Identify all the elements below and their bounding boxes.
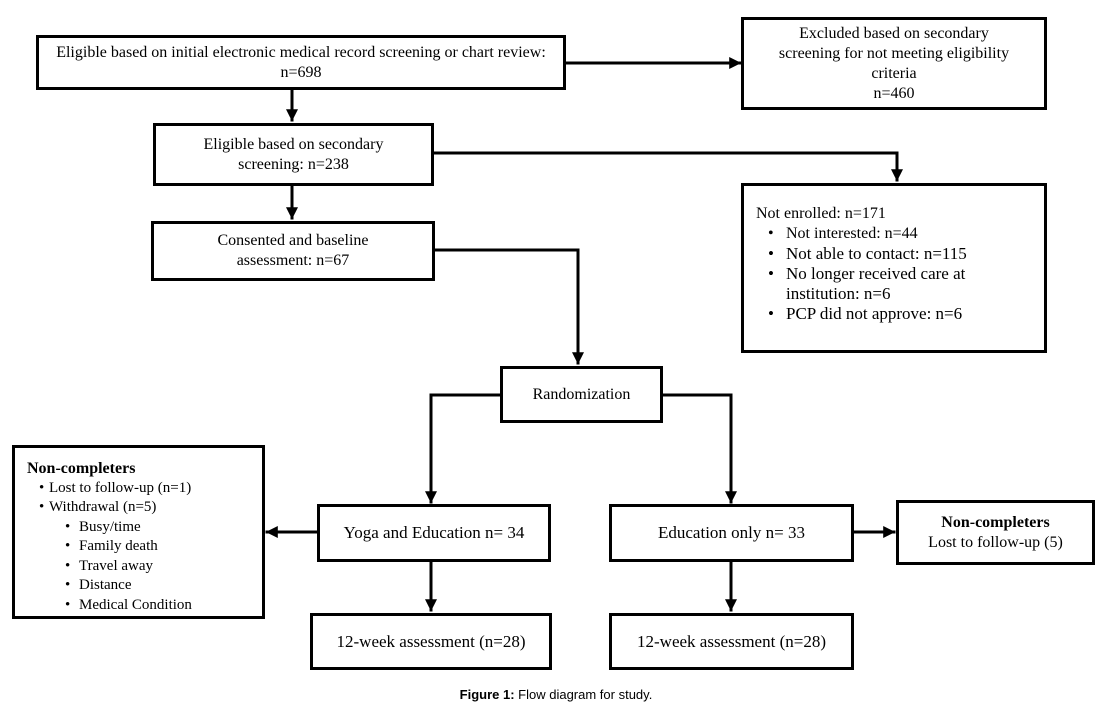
figure-caption: Figure 1: Flow diagram for study. <box>0 687 1112 702</box>
assessment-yoga-box: 12-week assessment (n=28) <box>310 613 552 670</box>
noncompleters-right-detail: Lost to follow-up (5) <box>928 533 1063 551</box>
excluded-box: Excluded based on secondary screening fo… <box>741 17 1047 110</box>
assessment-yoga-text: 12-week assessment (n=28) <box>336 631 526 651</box>
arrow-to-randomization <box>433 248 584 365</box>
excluded-line-4: n=460 <box>873 84 915 102</box>
list-item: PCP did not approve: n=6 <box>756 304 1034 324</box>
eligible-secondary-box: Eligible based on secondary screening: n… <box>153 123 434 186</box>
list-item: Travel away <box>27 557 256 577</box>
not-enrolled-list: Not interested: n=44 Not able to contact… <box>756 224 1034 324</box>
yoga-arm-text: Yoga and Education n= 34 <box>343 523 525 542</box>
list-item: Withdrawal (n=5) <box>27 498 256 518</box>
noncompleters-right-box: Non-completers Lost to follow-up (5) <box>896 500 1095 565</box>
noncompleters-right-title: Non-completers <box>941 513 1050 531</box>
list-item: Distance <box>27 576 256 596</box>
list-item: No longer received care at institution: … <box>756 264 1034 304</box>
noncompleters-left-title: Non-completers <box>27 460 136 477</box>
eligible-secondary-line-1: Eligible based on secondary <box>203 135 384 153</box>
arrow-to-yoga-arm <box>425 393 502 504</box>
excluded-line-2: screening for not meeting eligibility <box>778 44 1010 62</box>
list-item: Family death <box>27 537 256 557</box>
caption-text: Flow diagram for study. <box>514 687 653 702</box>
list-item: Lost to follow-up (n=1) <box>27 479 256 499</box>
noncompleters-left-list: Lost to follow-up (n=1) Withdrawal (n=5) <box>27 479 256 518</box>
consented-line-2: assessment: n=67 <box>236 252 350 269</box>
list-item: Medical Condition <box>27 596 256 616</box>
list-item: Not able to contact: n=115 <box>756 244 1034 264</box>
randomization-text: Randomization <box>532 385 631 403</box>
arrow-to-not-enrolled <box>432 151 903 182</box>
not-enrolled-title: Not enrolled: n=171 <box>756 205 886 222</box>
excluded-line-1: Excluded based on secondary <box>799 24 989 42</box>
eligible-initial-text: Eligible based on initial electronic med… <box>56 43 546 81</box>
caption-label: Figure 1: <box>459 687 515 702</box>
eligible-initial-box: Eligible based on initial electronic med… <box>36 35 566 90</box>
yoga-arm-box: Yoga and Education n= 34 <box>317 504 551 562</box>
randomization-box: Randomization <box>500 366 663 423</box>
assessment-education-box: 12-week assessment (n=28) <box>609 613 854 670</box>
eligible-secondary-line-2: screening: n=238 <box>238 155 349 173</box>
education-arm-box: Education only n= 33 <box>609 504 854 562</box>
consented-line-1: Consented and baseline <box>217 232 369 249</box>
not-enrolled-box: Not enrolled: n=171 Not interested: n=44… <box>741 183 1047 353</box>
list-item: Not interested: n=44 <box>756 224 1034 244</box>
consented-box: Consented and baseline assessment: n=67 <box>151 221 435 281</box>
assessment-education-text: 12-week assessment (n=28) <box>637 631 826 651</box>
withdrawal-reasons-list: Busy/time Family death Travel away Dista… <box>27 518 256 616</box>
arrow-to-education-arm <box>661 393 737 504</box>
education-arm-text: Education only n= 33 <box>658 523 805 542</box>
noncompleters-left-box: Non-completers Lost to follow-up (n=1) W… <box>12 445 265 619</box>
list-item: Busy/time <box>27 518 256 538</box>
excluded-line-3: criteria <box>871 64 917 82</box>
